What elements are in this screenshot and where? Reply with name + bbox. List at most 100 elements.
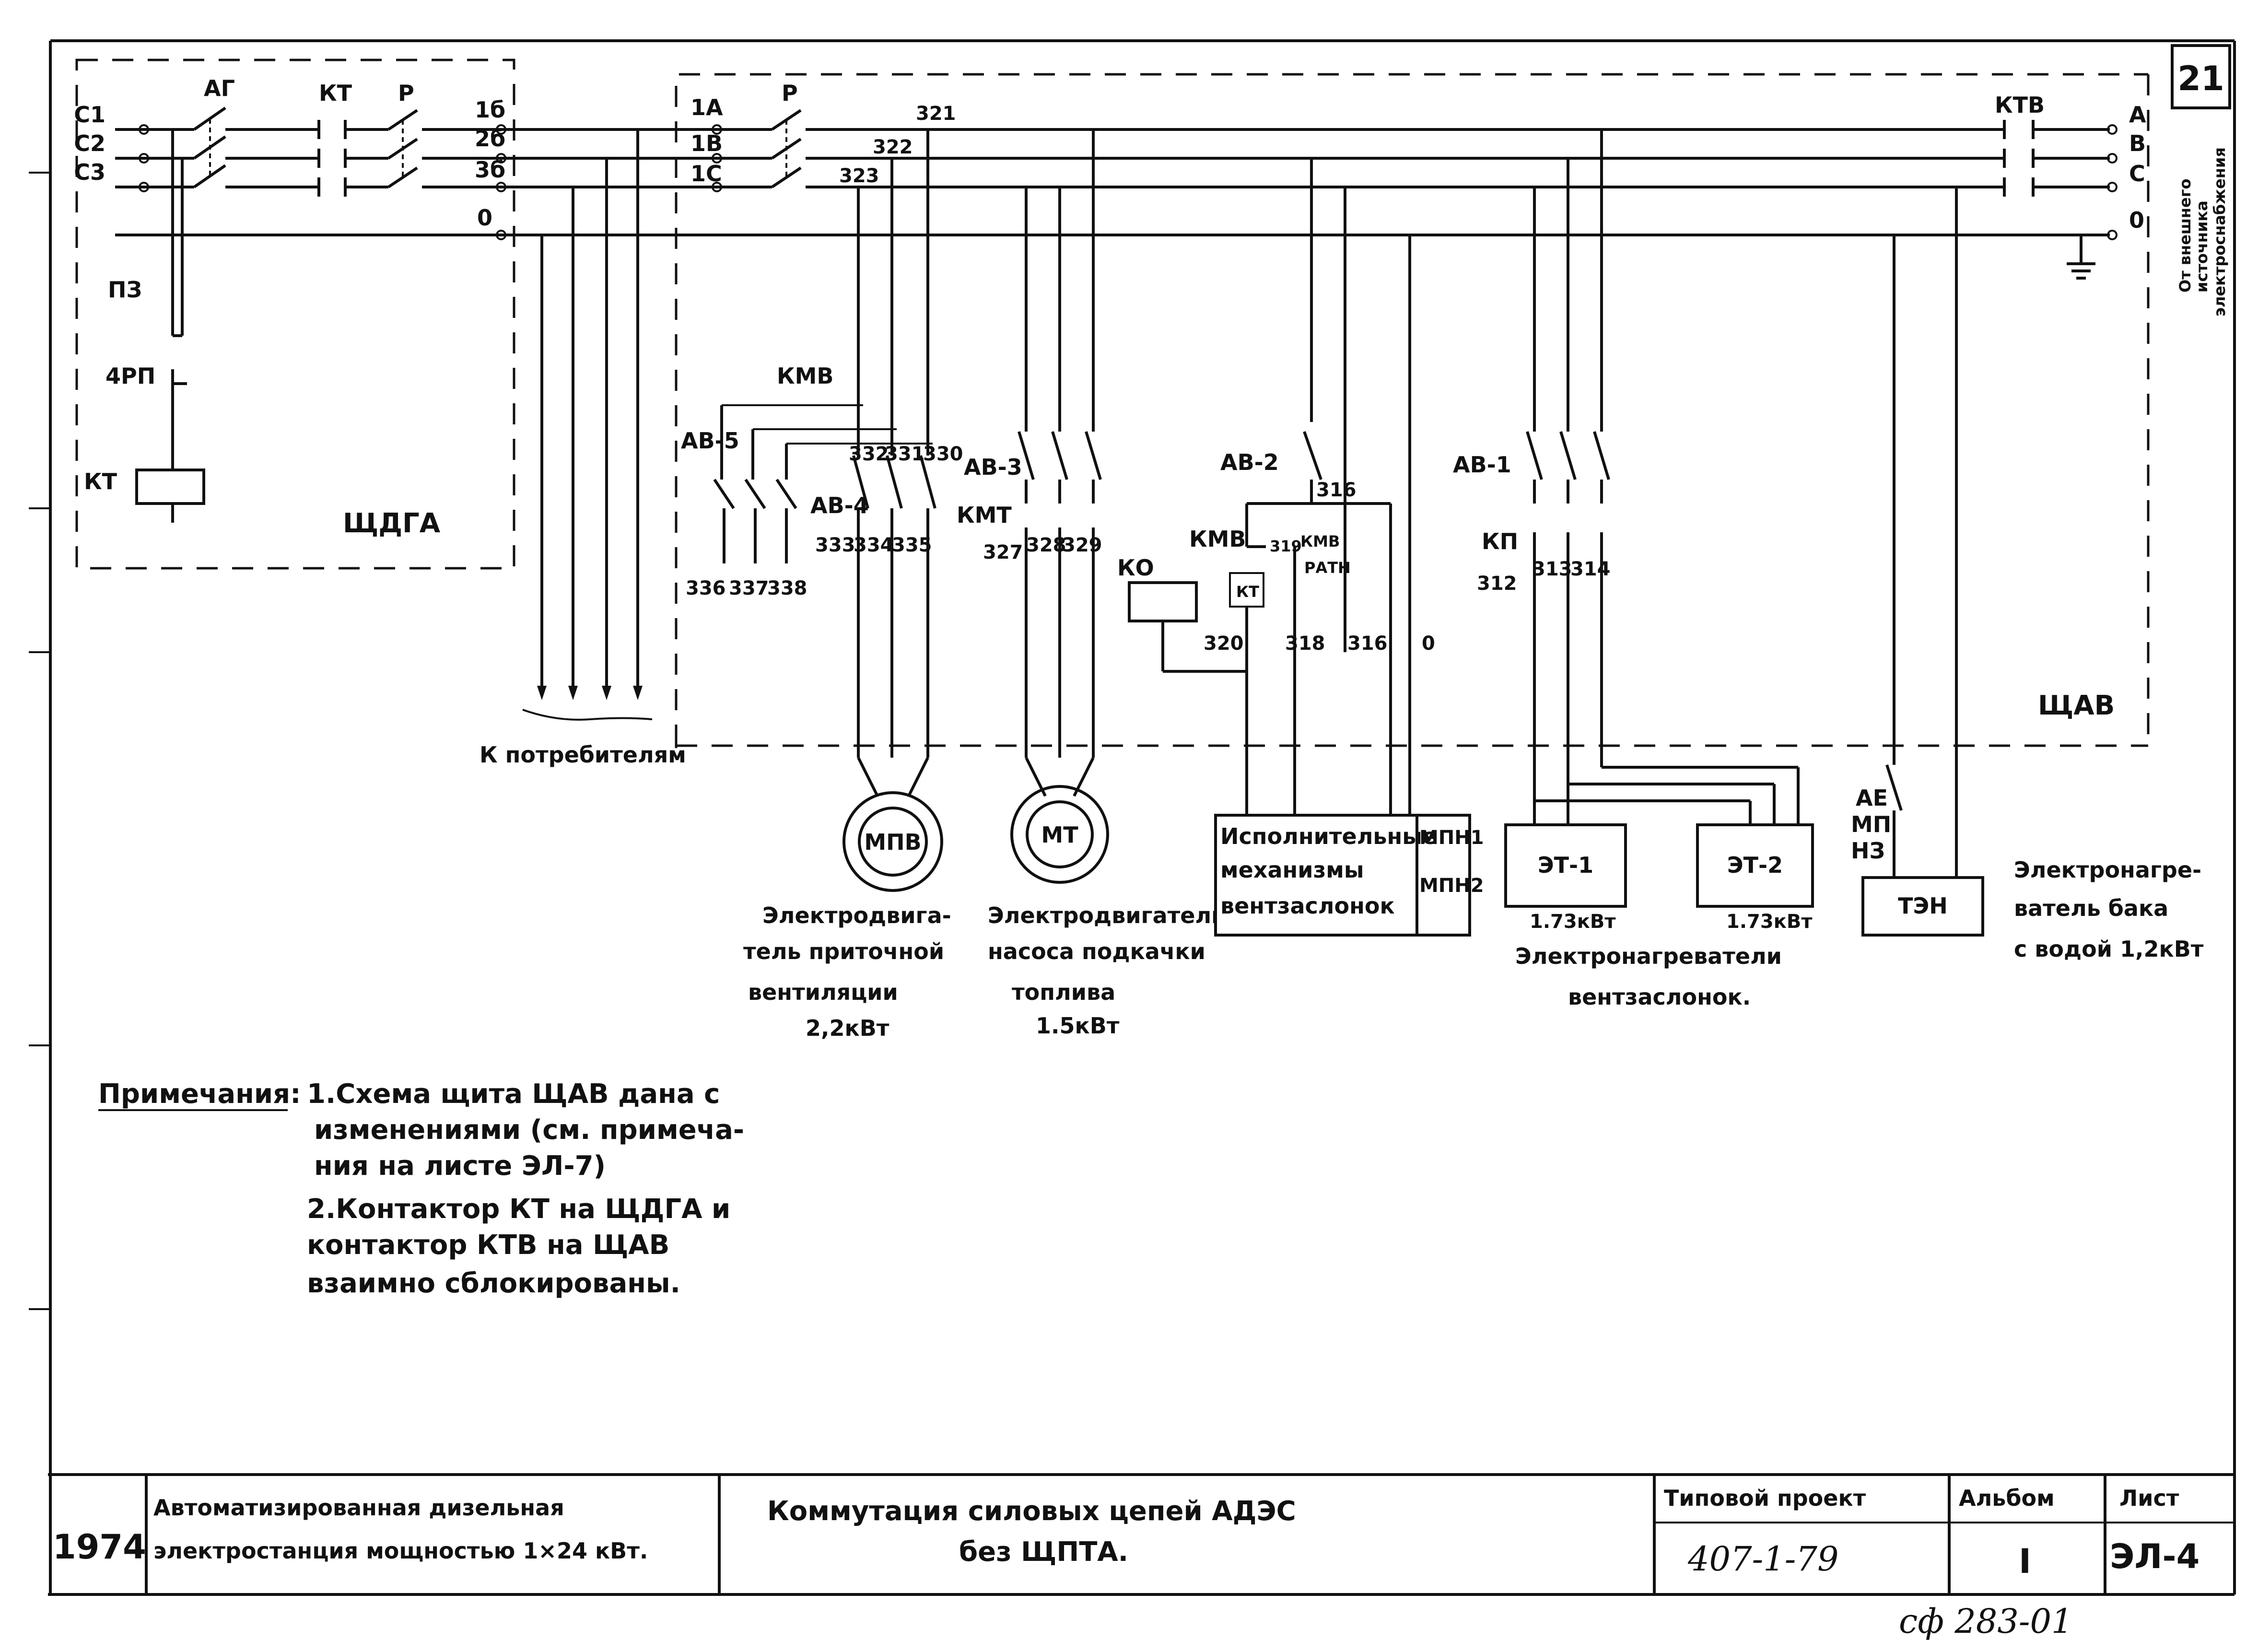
svg-text:РАТН: РАТН <box>1304 559 1351 577</box>
notes-heading: Примечания: <box>98 1078 301 1110</box>
svg-text:1.73кВт: 1.73кВт <box>1726 911 1813 933</box>
label-kt: КТ <box>319 80 352 106</box>
term-a: А <box>2129 102 2146 128</box>
damper-actuator-branch: АВ-2 316 КМВ 319 КМВ РАТН КТ 320 318 316… <box>1189 158 1435 815</box>
switch-r-right: Р <box>717 80 802 188</box>
svg-text:328: 328 <box>1026 534 1066 556</box>
panel-shchav-boundary <box>675 73 2150 748</box>
svg-text:Исполнительные: Исполнительные <box>1220 823 1437 849</box>
panel-shchaga-boundary <box>75 59 515 570</box>
svg-text:топлива: топлива <box>1012 979 1115 1005</box>
external-terminals: А В С 0 <box>2067 102 2146 280</box>
label-av4: АВ-4 <box>810 492 869 518</box>
svg-text:Электронагре-: Электронагре- <box>2014 857 2201 883</box>
label-av5: АВ-5 <box>681 428 739 454</box>
branch-wires-top: 321 322 323 <box>839 103 956 364</box>
archive-stamp: сф 283-01 <box>1899 1602 2073 1641</box>
svg-text:321: 321 <box>916 103 956 125</box>
term-0-ext: 0 <box>2129 207 2144 233</box>
caption-mt: Электродвигатель насоса подкачки топлива… <box>988 902 1225 1039</box>
svg-text:335: 335 <box>892 534 932 556</box>
svg-text:МП: МП <box>1851 811 1891 837</box>
term-c1: С1 <box>74 102 105 128</box>
svg-text:Электронагреватели: Электронагреватели <box>1515 943 1782 969</box>
svg-text:331: 331 <box>885 443 925 465</box>
svg-text:333: 333 <box>815 534 855 556</box>
drawing-title-line1: Коммутация силовых цепей АДЭС <box>767 1496 1296 1527</box>
label-av1: АВ-1 <box>1453 452 1511 478</box>
svg-text:От внешнего: От внешнего <box>2176 179 2194 293</box>
project-name-line2: электростанция мощностью 1×24 кВт. <box>153 1538 648 1564</box>
svg-text:НЗ: НЗ <box>1851 838 1885 864</box>
mpn2-label: МПН2 <box>1419 875 1484 897</box>
heater-et2: ЭТ-2 1.73кВт <box>1696 823 1814 933</box>
term-1a: 1А <box>690 94 723 120</box>
label-pz: ПЗ <box>108 277 142 303</box>
svg-text:338: 338 <box>767 577 807 599</box>
contactor-ktv: КТВ <box>1995 92 2045 197</box>
shchaga-control: ПЗ 4РП КТ <box>84 129 205 523</box>
svg-text:Электродвигатель: Электродвигатель <box>988 902 1225 928</box>
svg-text:вентзаслонок.: вентзаслонок. <box>1568 984 1751 1010</box>
svg-text:1.73кВт: 1.73кВт <box>1530 911 1616 933</box>
tank-heater-branch: АЕ МП НЗ ТЭН <box>1851 187 1984 937</box>
svg-text:изменениями (см. примеча-: изменениями (см. примеча- <box>314 1114 744 1146</box>
svg-text:взаимно сблокированы.: взаимно сблокированы. <box>307 1268 680 1299</box>
et1-label: ЭТ-1 <box>1538 852 1593 878</box>
label-av3: АВ-3 <box>964 454 1022 480</box>
svg-text:0: 0 <box>1422 633 1435 655</box>
svg-text:313: 313 <box>1532 558 1572 580</box>
svg-text:АЕ: АЕ <box>1856 785 1888 811</box>
type-value: 407-1-79 <box>1687 1539 1839 1579</box>
breaker-ag: АГ <box>193 75 235 188</box>
svg-text:322: 322 <box>873 136 913 158</box>
panel-shchaga-label: ЩДГА <box>343 508 441 539</box>
svg-text:тель приточной: тель приточной <box>743 938 944 964</box>
term-2b: 2б <box>475 126 505 152</box>
motor-mpv-label: МПВ <box>864 829 921 855</box>
label-kmv2: КМВ <box>1189 526 1246 552</box>
svg-text:316: 316 <box>1347 633 1388 655</box>
svg-text:ватель бака: ватель бака <box>2014 895 2168 921</box>
shchav-input-terminals: 1А 1В 1С <box>690 94 723 192</box>
svg-text:312: 312 <box>1477 573 1517 595</box>
term-c3: С3 <box>74 159 105 185</box>
label-kmt: КМТ <box>957 502 1012 528</box>
consumer-feeders: К потребителям <box>480 129 686 768</box>
sheet-number-box: 21 <box>2171 44 2231 109</box>
svg-text:327: 327 <box>983 541 1023 563</box>
svg-text:КМВ: КМВ <box>1300 532 1340 551</box>
svg-text:2.Контактор КТ на ЩДГА и: 2.Контактор КТ на ЩДГА и <box>307 1194 730 1225</box>
motor-mpv: МПВ <box>842 791 943 892</box>
shchaga-output-terminals: 1б 2б 3б 0 <box>475 97 506 240</box>
svg-text:вентзаслонок: вентзаслонок <box>1220 893 1395 919</box>
contactor-kt-contacts: КТ <box>317 80 352 197</box>
ten-label: ТЭН <box>1898 893 1948 919</box>
generator-terminals: С1 С2 С3 <box>74 102 149 192</box>
title-block: 1974 Автоматизированная дизельная электр… <box>48 1473 2235 1594</box>
sheet-label: Лист <box>2119 1485 2179 1511</box>
caption-heaters: Электронагреватели вентзаслонок. <box>1515 943 1782 1010</box>
label-kmv: КМВ <box>777 363 833 389</box>
label-kp: КП <box>1482 528 1518 554</box>
notes: Примечания: 1.Схема щита ЩАВ дана с изме… <box>98 1078 744 1299</box>
svg-text:электроснабжения: электроснабжения <box>2211 147 2229 316</box>
label-4rp: 4РП <box>105 363 155 389</box>
svg-text:319: 319 <box>1270 537 1302 555</box>
sheet-number: 21 <box>2177 59 2224 98</box>
damper-heaters-branch: АВ-1 КП 312 313 314 <box>1453 129 1800 825</box>
svg-text:316: 316 <box>1316 479 1357 501</box>
et2-label: ЭТ-2 <box>1727 852 1783 878</box>
project-name-line1: Автоматизированная дизельная <box>153 1495 564 1521</box>
label-ag: АГ <box>204 75 235 101</box>
album-value: I <box>2019 1542 2031 1581</box>
svg-text:с водой 1,2кВт: с водой 1,2кВт <box>2014 936 2204 962</box>
to-consumers-label: К потребителям <box>480 742 686 768</box>
svg-text:контактор КТВ на ЩАВ: контактор КТВ на ЩАВ <box>307 1230 669 1261</box>
relay-ko: КО <box>1117 555 1247 673</box>
svg-text:329: 329 <box>1062 534 1102 556</box>
term-b: В <box>2129 130 2146 156</box>
kmv-branch: КМВ 332 331 330 АВ-5 336 337 338 АВ-4 33… <box>681 363 963 797</box>
caption-mpv: Электродвига- тель приточной вентиляции … <box>743 902 951 1041</box>
svg-text:Электродвига-: Электродвига- <box>762 902 951 928</box>
